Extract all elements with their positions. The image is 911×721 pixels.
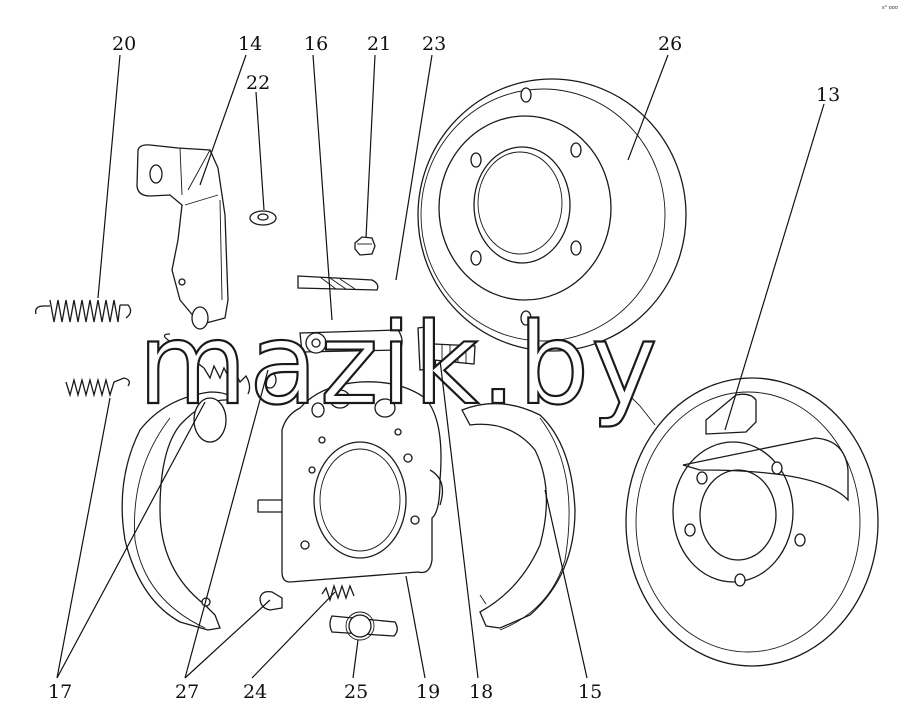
spring-27-upper	[163, 333, 251, 395]
brake-drum-26	[417, 78, 687, 352]
pin-23	[297, 275, 379, 291]
callout-18: 18	[469, 681, 493, 703]
corner-mark: s° ooo	[882, 5, 898, 11]
callout-14: 14	[238, 33, 262, 55]
callout-15: 15	[578, 681, 602, 703]
callout-24: 24	[243, 681, 267, 703]
callout-26: 26	[658, 33, 682, 55]
dust-cover-13	[625, 377, 879, 667]
callout-22: 22	[246, 72, 270, 94]
washer-22	[249, 210, 277, 226]
pin-16	[299, 329, 403, 354]
nut-21	[354, 236, 376, 256]
callout-17: 17	[48, 681, 72, 703]
brake-shoe-right-15	[461, 402, 576, 631]
callout-21: 21	[367, 33, 391, 55]
lever-14	[136, 144, 229, 330]
callout-13: 13	[816, 84, 840, 106]
spring-17	[65, 377, 130, 398]
callout-27: 27	[175, 681, 199, 703]
callout-25: 25	[344, 681, 368, 703]
callouts: 20 14 22 16 21 23 26 13 17 27 24 25 19 1…	[48, 33, 840, 703]
callout-19: 19	[416, 681, 440, 703]
leader-lines	[56, 54, 825, 679]
cap-27	[259, 590, 283, 611]
callout-23: 23	[422, 33, 446, 55]
callout-16: 16	[304, 33, 328, 55]
adjuster-25	[329, 611, 398, 641]
bolt-18	[417, 325, 476, 371]
backing-plate-19	[257, 381, 444, 583]
callout-20: 20	[112, 33, 136, 55]
watermark-text: mazik.by	[138, 300, 659, 430]
spring-24	[321, 583, 355, 603]
spring-20	[35, 299, 132, 323]
